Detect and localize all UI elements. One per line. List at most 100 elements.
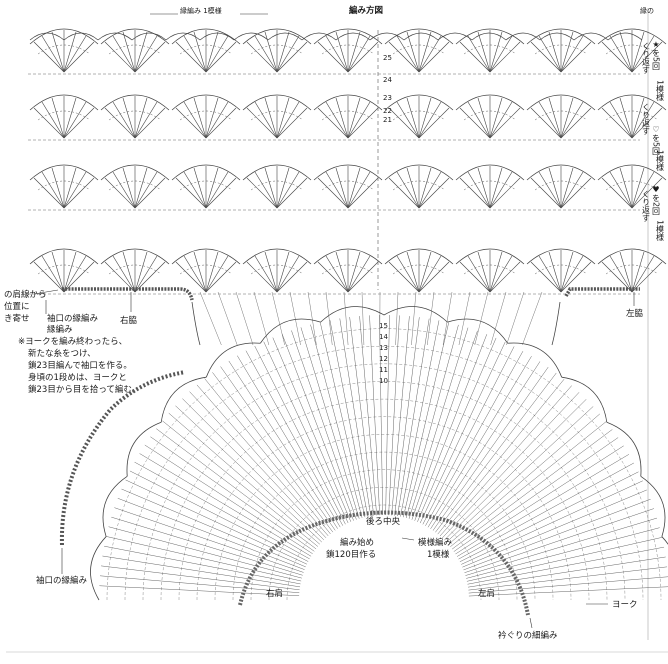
yoke-fan-scallop: [103, 476, 127, 536]
body-fan-motif: [456, 165, 524, 208]
yoke-fan-scallop: [127, 422, 161, 476]
start-label-1: 編み始め: [340, 537, 374, 548]
connecting-thread: [411, 292, 416, 345]
neck-edging-label: 衿ぐりの細編み: [498, 630, 558, 641]
left-shoulder-label: 左肩: [478, 588, 495, 599]
yoke-stitch: [415, 334, 487, 521]
yoke-stitch: [111, 517, 302, 575]
corner-label: 縁の: [640, 6, 654, 15]
pattern-label-2: 1模様: [427, 549, 450, 560]
yoke-fan-scallop: [90, 537, 106, 600]
body-fan-motif: [385, 95, 453, 138]
connecting-thread: [459, 292, 470, 345]
yoke-fan-scallop: [508, 343, 562, 377]
top-edging-scallop: [132, 33, 166, 40]
yoke-stitch: [182, 399, 323, 540]
shoulder-note-3: き寄せ: [4, 313, 30, 324]
connecting-thread: [443, 292, 452, 345]
body-fan-motif: [243, 249, 311, 292]
yoke-stitch: [389, 315, 400, 515]
yoke-stitch: [403, 322, 448, 517]
top-edging-scallop: [234, 33, 268, 40]
yoke-stitch: [118, 498, 305, 569]
yoke-stitch: [450, 422, 606, 547]
right-side-label: 右脇: [120, 315, 137, 326]
body-pattern-block: [28, 29, 666, 294]
body-fan-motif: [385, 165, 453, 208]
yoke-stitch: [444, 399, 586, 540]
top-edging-scallop: [336, 33, 370, 40]
body-fan-motif: [314, 249, 382, 292]
connecting-thread: [272, 292, 285, 345]
body-fan-motif: [172, 29, 240, 72]
neck-edging-arc: [240, 513, 528, 616]
body-fan-motif: [243, 165, 311, 208]
yoke-stitch: [455, 446, 623, 554]
body-fan-motif: [527, 165, 595, 208]
connecting-thread: [506, 292, 524, 345]
yoke-label: ヨーク: [612, 600, 638, 610]
row-number: 22: [383, 107, 392, 115]
body-fan-motif: [456, 95, 524, 138]
left-cuff-edging: [62, 372, 185, 545]
yoke-fan-scallop: [384, 306, 447, 322]
body-fan-motif: [456, 249, 524, 292]
left-cuff-seam: [192, 302, 200, 345]
row-number: 21: [383, 116, 392, 124]
row-numbers: 25 24 23 22 21 15 14 13 12 11 10: [379, 54, 392, 385]
back-center-label: 後ろ中央: [366, 516, 401, 527]
instruction-note: ※ヨークを編み終わったら、 新たな糸をつけ、 鎖23目編んで袖口を作る。 身頃の…: [18, 336, 140, 395]
connecting-thread: [326, 292, 332, 345]
top-edging-scallop: [574, 33, 608, 40]
body-fan-motif: [527, 95, 595, 138]
body-fan-motif: [314, 29, 382, 72]
row-number: 14: [379, 333, 388, 341]
note-repeat-1: くり返す: [642, 42, 651, 74]
body-fan-motif: [385, 29, 453, 72]
right-underarm-bar: [62, 289, 192, 300]
body-fan-motif: [598, 249, 666, 292]
yoke-stitch: [102, 556, 300, 587]
instruction-line: 鎖23目編んで袖口を作る。: [28, 360, 132, 371]
connecting-thread: [254, 292, 269, 345]
yoke-stitch: [431, 361, 540, 528]
body-fan-motif: [30, 165, 98, 208]
yoke-stitch: [438, 379, 564, 534]
connecting-thread: [491, 292, 506, 345]
body-fan-motif: [30, 95, 98, 138]
yoke-stitch: [433, 367, 548, 530]
body-fan-motif: [527, 249, 595, 292]
yoke-stitch: [229, 361, 338, 529]
yoke-stitch: [282, 334, 354, 521]
cuff-edging-bottom-label: 袖口の縁編み: [36, 575, 88, 586]
body-fan-motif: [172, 165, 240, 208]
yoke-stitch: [301, 327, 359, 518]
note-repeat-3: くり返す: [642, 190, 651, 222]
note-pattern-2: 1模様: [656, 150, 665, 171]
neck-edging-arrow: [530, 618, 532, 628]
yoke-stitch: [409, 328, 468, 519]
row-number: 13: [379, 344, 388, 352]
note-pattern-1: 1模様: [656, 80, 665, 101]
yoke-stitch: [121, 489, 305, 567]
yoke-stitch: [273, 338, 351, 522]
left-underarm-bar: [566, 289, 640, 296]
start-label-2: 鎖120目作る: [326, 549, 376, 560]
yoke-stitch: [417, 338, 496, 522]
top-edging-scallop: [64, 33, 98, 40]
yoke-stitch: [466, 528, 659, 579]
yoke-stitch: [190, 392, 326, 538]
direction-label: 編み方図: [349, 5, 383, 16]
body-fan-motif: [172, 249, 240, 292]
shoulder-note-2: 位置に: [4, 301, 30, 312]
top-edging-scallop: [30, 33, 64, 40]
pattern-leader: [402, 538, 414, 540]
body-fan-motif: [30, 29, 98, 72]
top-edging-scallop: [302, 33, 336, 40]
shoulder-note-1: の肩線から: [4, 289, 47, 300]
yoke-fan-scallop: [562, 377, 607, 422]
connecting-thread: [290, 292, 301, 345]
right-repeat-notes: ★を5回 くり返す 1模様 ♡を5回 くり返す 1模様 ♥を2回 くり返す 1模…: [642, 40, 665, 241]
